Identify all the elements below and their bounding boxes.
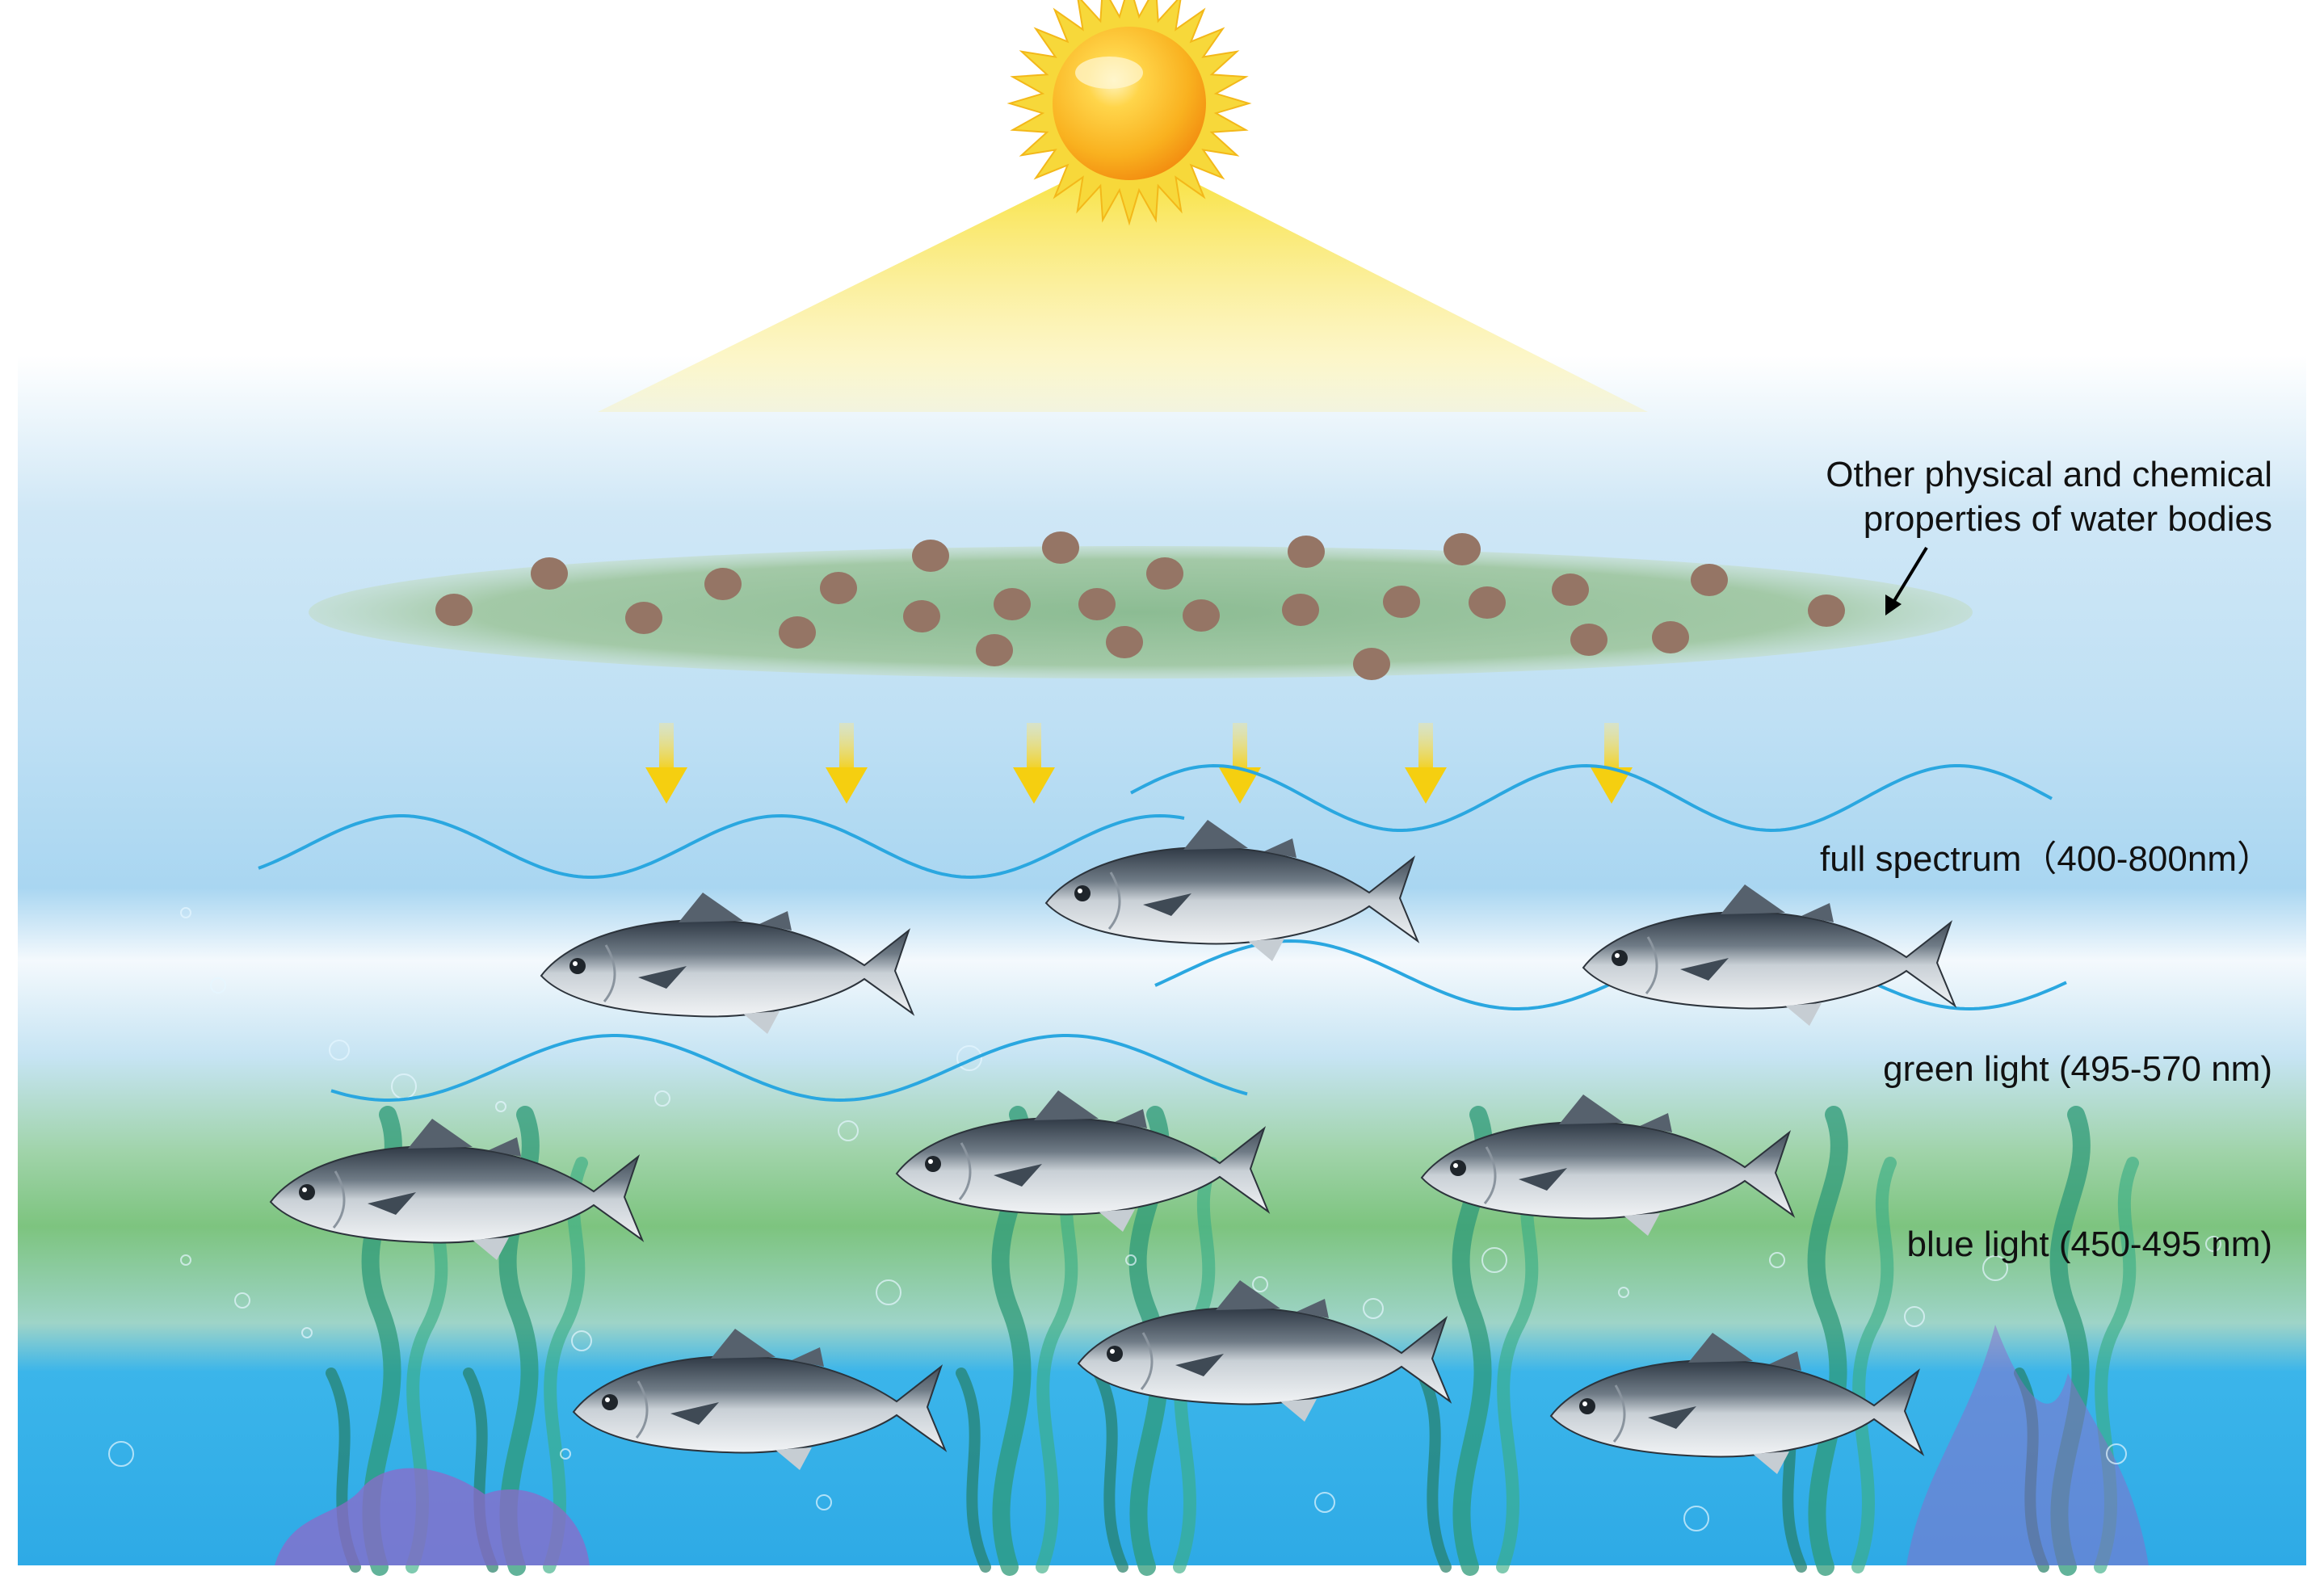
bubble bbox=[180, 907, 191, 918]
particle-icon bbox=[1183, 599, 1220, 632]
label-blue-light: blue light (450-495 nm) bbox=[1906, 1225, 2272, 1264]
bubble bbox=[654, 1090, 670, 1107]
full-spectrum-wave bbox=[258, 813, 1185, 880]
coral-icon bbox=[1906, 1325, 2149, 1565]
green-light-wave-left bbox=[330, 1034, 1248, 1103]
particle-icon bbox=[820, 572, 857, 604]
particle-icon bbox=[1691, 564, 1728, 596]
bubble bbox=[1481, 1247, 1507, 1273]
particle-icon bbox=[903, 600, 940, 632]
full-spectrum-wave-upper bbox=[1130, 763, 2053, 833]
particle-icon bbox=[1078, 588, 1116, 620]
particle-icon bbox=[976, 634, 1013, 666]
annotation-arrow bbox=[1885, 546, 1928, 615]
bubble bbox=[1683, 1506, 1709, 1531]
bubble bbox=[210, 977, 226, 994]
particle-icon bbox=[435, 594, 473, 626]
particle-icon bbox=[1042, 531, 1079, 564]
label-water-properties-line-1: Other physical and chemical bbox=[1826, 455, 2272, 494]
bubble bbox=[1904, 1306, 1925, 1327]
bubble bbox=[329, 1040, 350, 1061]
bubble bbox=[1252, 1276, 1268, 1292]
bubble bbox=[816, 1494, 832, 1510]
particle-icon bbox=[1353, 648, 1390, 680]
particle-icon bbox=[779, 616, 816, 649]
particle-icon bbox=[531, 557, 568, 590]
bubble bbox=[1314, 1492, 1335, 1513]
bubble bbox=[1125, 1254, 1137, 1266]
label-water-properties-line-2: properties of water bodies bbox=[1863, 499, 2272, 539]
bubble bbox=[234, 1292, 250, 1309]
bubble bbox=[560, 1448, 571, 1460]
bubbles bbox=[108, 907, 2221, 1531]
particle-icon bbox=[994, 588, 1031, 620]
label-water-properties: Other physical and chemical properties o… bbox=[1826, 452, 2272, 541]
particle-icon bbox=[1106, 626, 1143, 658]
particle-icon bbox=[704, 568, 742, 600]
sun-icon bbox=[1007, 0, 1252, 226]
particle-icon bbox=[1469, 586, 1506, 619]
bubble bbox=[180, 1254, 191, 1266]
label-green-light: green light (495-570 nm) bbox=[1883, 1049, 2272, 1089]
bubble bbox=[301, 1327, 313, 1338]
coral-icon bbox=[275, 1468, 590, 1565]
particle-group bbox=[435, 531, 1845, 680]
bubble bbox=[1982, 1255, 2008, 1281]
bubble bbox=[1769, 1252, 1785, 1268]
bubble bbox=[1618, 1287, 1629, 1298]
particle-icon bbox=[1383, 586, 1420, 618]
particle-icon bbox=[1146, 557, 1183, 590]
particle-icon bbox=[1570, 624, 1607, 656]
seabed-plants bbox=[275, 1115, 2149, 1567]
particle-icon bbox=[1444, 533, 1481, 565]
bubble bbox=[571, 1330, 592, 1351]
bubble bbox=[1363, 1298, 1384, 1319]
particle-icon bbox=[912, 540, 949, 572]
bubble bbox=[2106, 1443, 2127, 1464]
bubble bbox=[956, 1045, 982, 1071]
bubble bbox=[838, 1120, 859, 1141]
bubble bbox=[876, 1279, 901, 1305]
label-full-spectrum: full spectrum（400-800nm） bbox=[1819, 839, 2272, 879]
bubble bbox=[2205, 1236, 2221, 1252]
bubble bbox=[495, 1101, 506, 1112]
particle-icon bbox=[1552, 573, 1589, 606]
particle-icon bbox=[625, 602, 662, 634]
particle-icon bbox=[1282, 594, 1319, 626]
particle-icon bbox=[1808, 594, 1845, 627]
bubble bbox=[108, 1441, 134, 1467]
particle-icon bbox=[1288, 536, 1325, 568]
sunlight-beam bbox=[598, 149, 1648, 412]
particle-icon bbox=[1652, 621, 1689, 653]
